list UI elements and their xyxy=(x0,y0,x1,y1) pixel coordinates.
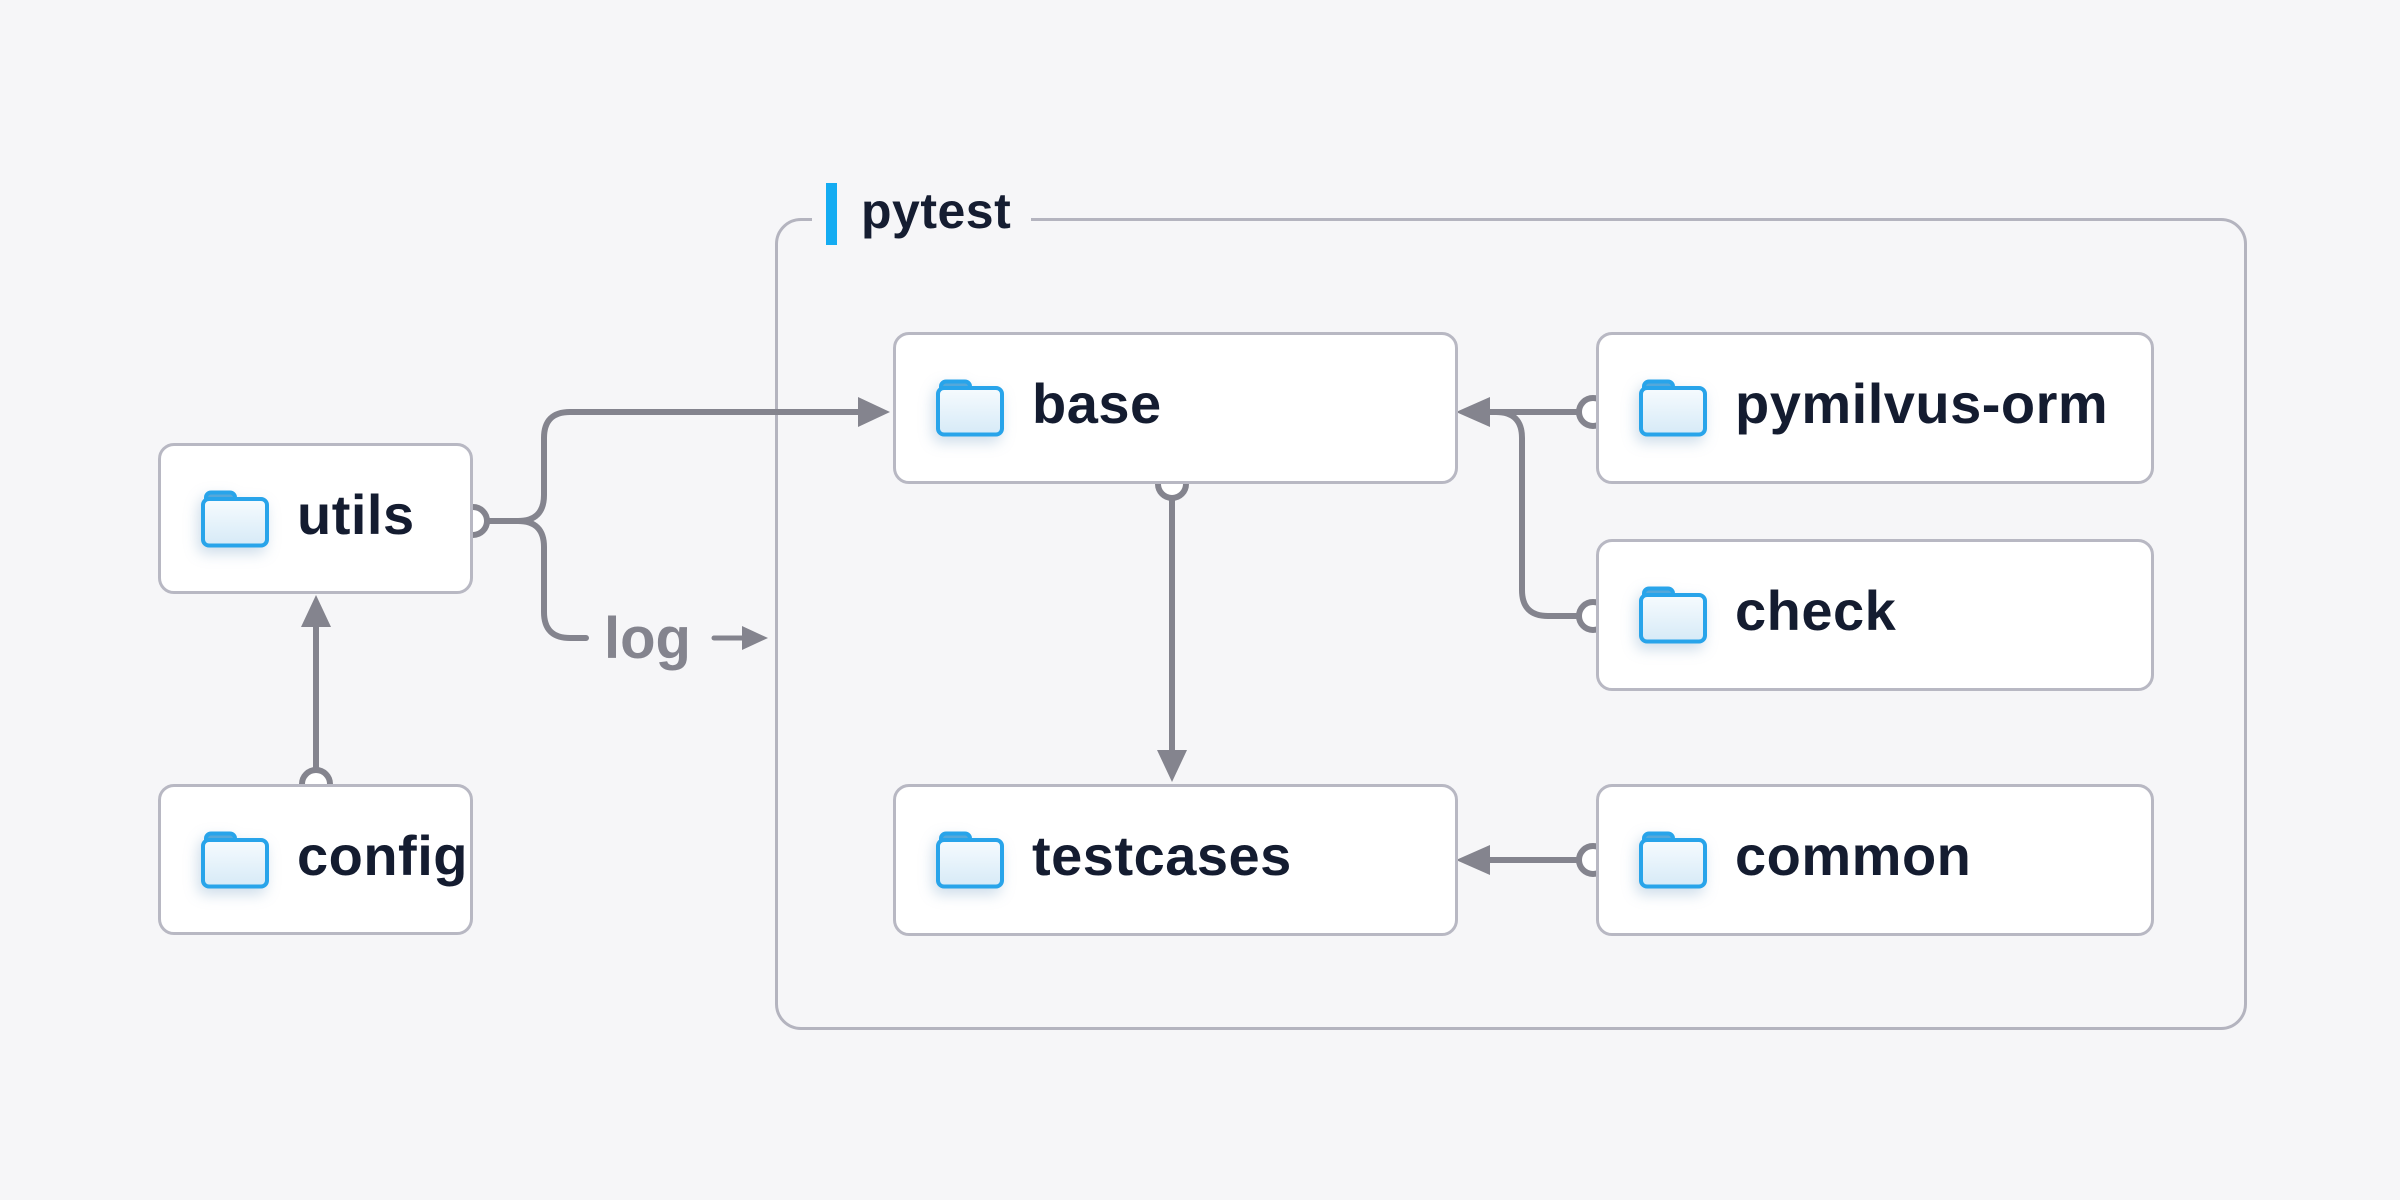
edge-utils-log xyxy=(515,518,589,641)
node-base-label: base xyxy=(1032,372,1162,435)
node-common-label: common xyxy=(1735,824,1972,887)
node-common: common xyxy=(1596,784,2154,936)
folder-icon xyxy=(1639,379,1707,437)
node-testcases: testcases xyxy=(893,784,1458,936)
node-config-label: config xyxy=(297,823,468,887)
node-check-label: check xyxy=(1735,579,1897,642)
folder-icon xyxy=(201,831,269,889)
node-utils-label: utils xyxy=(297,482,415,546)
folder-icon xyxy=(1639,586,1707,644)
pytest-group-box xyxy=(775,218,2247,1030)
node-testcases-label: testcases xyxy=(1032,824,1292,887)
node-utils: utils xyxy=(158,443,473,594)
edge-label-log: log xyxy=(604,606,691,671)
pytest-group-title: pytest xyxy=(861,183,1012,239)
accent-bar-icon xyxy=(826,183,837,245)
node-pymilvus-orm-label: pymilvus-orm xyxy=(1735,372,2109,435)
arrowhead-config-utils xyxy=(301,595,331,627)
node-check: check xyxy=(1596,539,2154,691)
folder-icon xyxy=(1639,831,1707,889)
pytest-group-label: pytest xyxy=(812,181,1032,247)
node-pymilvus-orm: pymilvus-orm xyxy=(1596,332,2154,484)
node-base: base xyxy=(893,332,1458,484)
folder-icon xyxy=(936,379,1004,437)
folder-icon xyxy=(936,831,1004,889)
node-config: config xyxy=(158,784,473,935)
arrowhead-log xyxy=(742,626,768,650)
folder-icon xyxy=(201,490,269,548)
